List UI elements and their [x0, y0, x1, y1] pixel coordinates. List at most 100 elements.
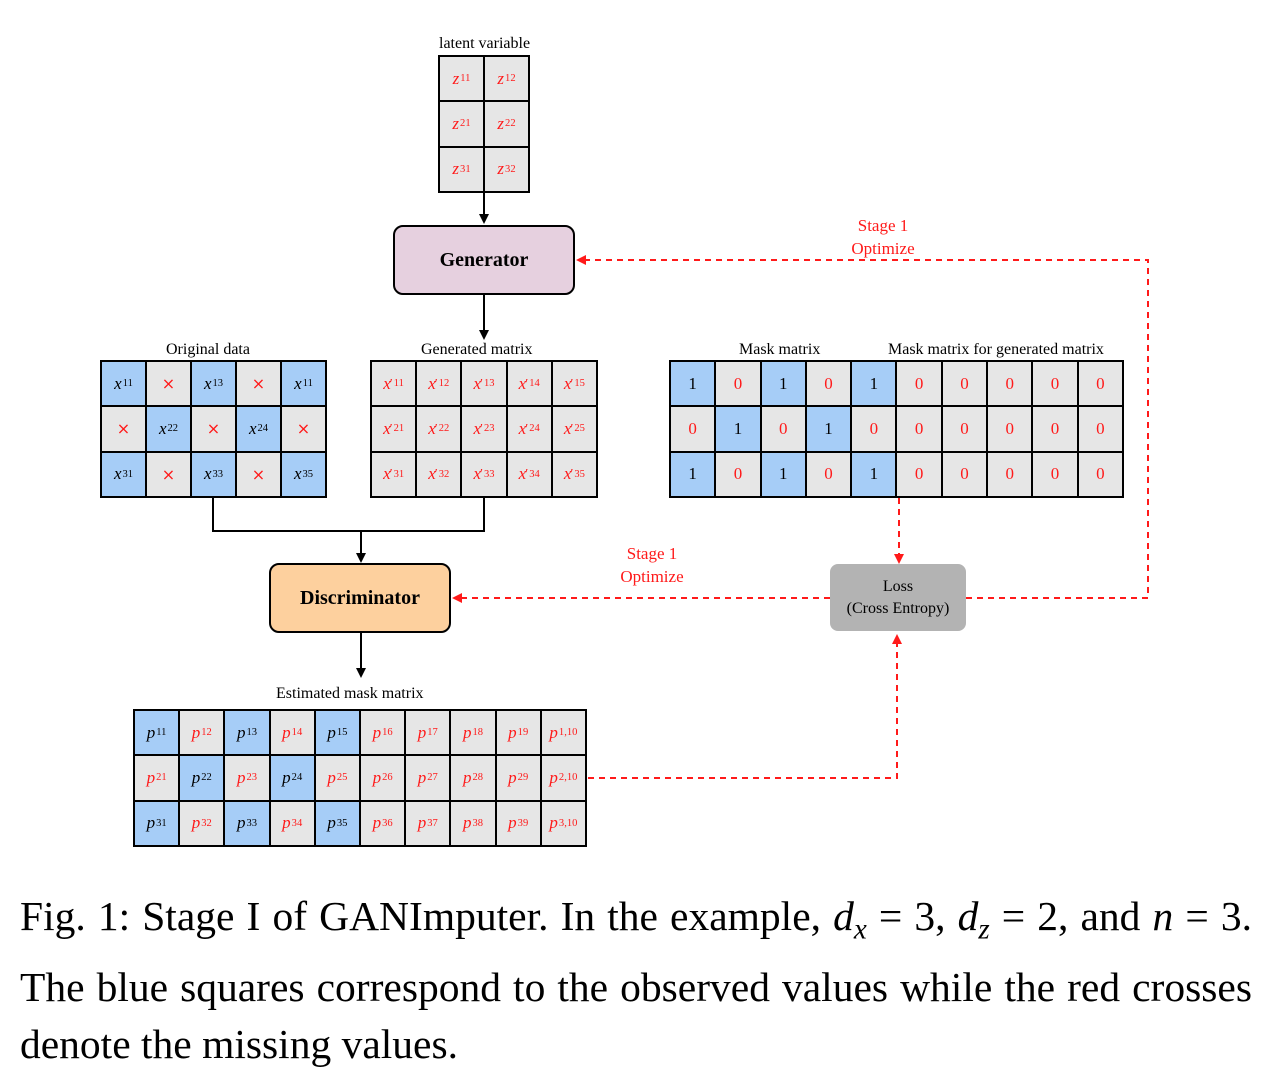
dz-symbol: d: [957, 893, 979, 939]
generated-cell: x′12: [417, 362, 461, 406]
mask-cell: 0: [897, 452, 941, 496]
discriminator-box: Discriminator: [269, 563, 451, 633]
mask-cell: 1: [852, 362, 896, 406]
generated-cell: x′33: [462, 452, 506, 496]
generated-cell: x′31: [372, 452, 416, 496]
mask-label: Mask matrix: [739, 341, 821, 358]
mask-generated-label: Mask matrix for generated matrix: [888, 341, 1104, 358]
generator-box: Generator: [393, 225, 575, 295]
mask-cell: 0: [897, 407, 941, 451]
stage-line2: Optimize: [851, 238, 915, 258]
generated-cell: x′13: [462, 362, 506, 406]
mask-cell: 1: [671, 362, 715, 406]
generated-cell: x′15: [552, 362, 596, 406]
original-cell: ×: [237, 362, 280, 406]
generated-cell: x′11: [372, 362, 416, 406]
generated-cell: x′14: [507, 362, 551, 406]
original-cell: ×: [147, 452, 190, 496]
original-cell: ×: [102, 407, 145, 451]
generated-cell: x′32: [417, 452, 461, 496]
mask-cell: 0: [988, 362, 1032, 406]
generated-cell: x′22: [417, 407, 461, 451]
caption-text: = 3,: [866, 893, 958, 939]
dx-symbol: d: [833, 893, 854, 939]
mask-cell: 1: [761, 362, 805, 406]
dashed-estimated-to-loss: [588, 634, 902, 779]
caption-text: = 2, and: [989, 893, 1153, 939]
dz-subscript: z: [978, 913, 990, 946]
generated-label: Generated matrix: [421, 341, 533, 358]
stage-optimize-generator: Stage 1 Optimize: [843, 215, 923, 261]
stage-line1: Stage 1: [626, 544, 678, 563]
generated-cell: x′21: [372, 407, 416, 451]
latent-label: latent variable: [439, 35, 531, 52]
original-cell: ×: [192, 407, 235, 451]
generated-cell: x′24: [507, 407, 551, 451]
mask-cell: 0: [1033, 362, 1077, 406]
caption-text: Fig. 1: Stage I of GANImputer. In the ex…: [20, 893, 834, 939]
generated-cell: x′34: [507, 452, 551, 496]
mask-cell: 0: [806, 452, 851, 496]
mask-cell: 0: [1078, 407, 1122, 451]
loss-title: Loss: [882, 577, 914, 595]
loss-box: Loss (Cross Entropy): [830, 564, 966, 631]
mask-cell: 0: [988, 407, 1032, 451]
mask-cell: 0: [852, 407, 896, 451]
original-label: Original data: [166, 341, 250, 358]
mask-cell: 0: [942, 407, 987, 451]
mask-cell: 1: [806, 407, 851, 451]
dx-subscript: x: [853, 913, 867, 946]
generated-cell: x′25: [552, 407, 596, 451]
mask-cell: 0: [1033, 452, 1077, 496]
estimated-label: Estimated mask matrix: [276, 685, 424, 702]
stage-line1: Stage 1: [857, 216, 909, 235]
mask-cell: 0: [716, 362, 760, 406]
connector-data-to-discriminator: [212, 498, 485, 532]
mask-cell: 0: [1033, 407, 1077, 451]
mask-cell: 0: [716, 452, 760, 496]
mask-cell: 1: [761, 452, 805, 496]
loss-subtitle: (Cross Entropy): [846, 599, 950, 617]
generated-cell: x′23: [462, 407, 506, 451]
stage-optimize-discriminator: Stage 1 Optimize: [612, 543, 692, 589]
dashed-loss-to-generator: [576, 255, 1149, 599]
